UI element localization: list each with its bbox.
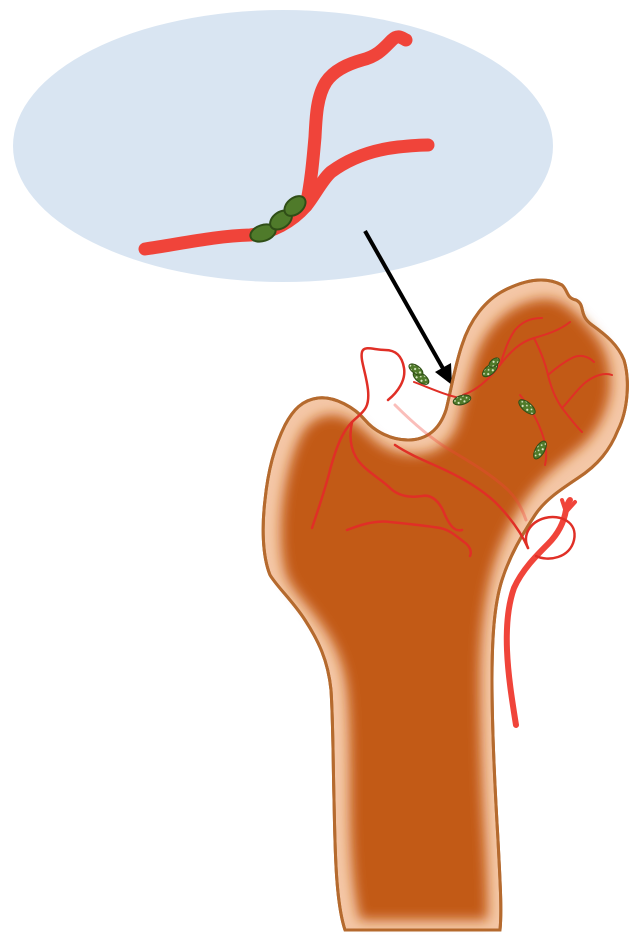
femur-marrow [281, 299, 610, 920]
magnified-vessel-inset [13, 10, 553, 282]
inset-ellipse [13, 10, 553, 282]
